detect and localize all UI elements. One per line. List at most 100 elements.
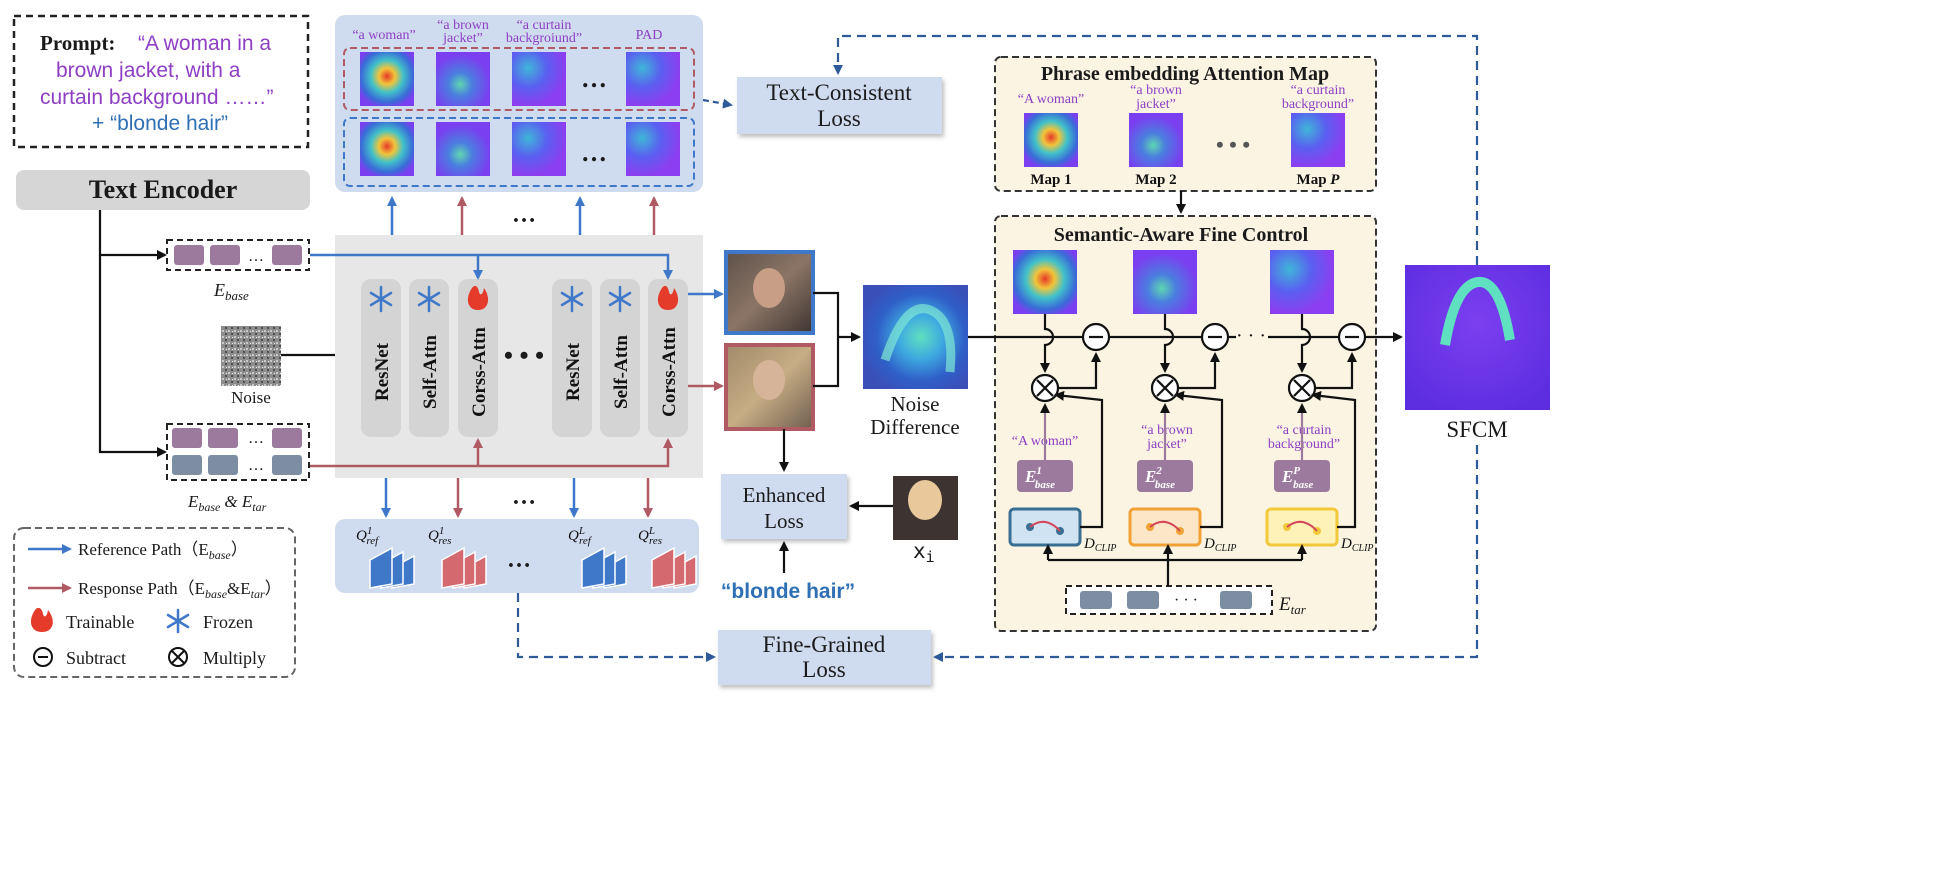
query-stack-layer: [581, 546, 605, 589]
enhanced-line-2: Loss: [764, 509, 804, 533]
sfc-main-dots: · · ·: [1236, 325, 1266, 347]
attention-thumbnail: [626, 122, 680, 176]
xi-label: xi: [913, 539, 935, 566]
legend-frozen: Frozen: [203, 612, 253, 632]
unet-block-resnet-0: ResNet: [361, 279, 401, 437]
sfc-embedding-box: [1274, 460, 1330, 492]
dclip-label: DCLIP: [1203, 536, 1237, 554]
fgl-line-2: Loss: [802, 657, 846, 682]
ebase-dots: …: [248, 248, 264, 265]
tcl-line-2: Loss: [817, 106, 861, 131]
sfc-panel-title: Semantic-Aware Fine Control: [1054, 224, 1309, 246]
epair-dots-bottom: …: [248, 457, 264, 474]
legend-multiply: Multiply: [203, 648, 266, 668]
ebase-label: Ebase: [213, 280, 249, 303]
sfcm-image: [1405, 265, 1550, 410]
text-encoder-label: Text Encoder: [89, 175, 238, 204]
unet-block-label: Self-Attn: [420, 335, 441, 409]
query-stack-layer: [441, 546, 465, 589]
unet-block-label: ResNet: [563, 342, 584, 401]
legend-response-text: Response Path（Ebase&Etar）: [78, 579, 282, 601]
fgl-line-1: Fine-Grained: [763, 632, 886, 657]
flame-icon: [657, 285, 679, 310]
snowflake-icon: [369, 285, 393, 313]
sfc-etar-bus: [1048, 558, 1302, 586]
unet-block-label: Corss-Attn: [469, 327, 490, 417]
noise-diff-line-1: Noise: [891, 392, 940, 416]
unet-block-label: Corss-Attn: [659, 327, 680, 417]
unet-block-corssattn-2: Corss-Attn: [458, 279, 498, 437]
sfc-multiply-to-subtract: [1178, 352, 1220, 390]
legend-subtract: Subtract: [66, 648, 126, 668]
attention-thumbnail: [512, 122, 566, 176]
arrow-encoder-to-epair: [98, 255, 167, 457]
phrase-attention-map: [1024, 113, 1078, 167]
dclip-link: [1029, 520, 1061, 532]
tcl-line-1: Text-Consistent: [766, 80, 912, 105]
sfc-etar-tokens: · · ·: [1065, 585, 1273, 615]
attention-map-label: “a brown: [437, 18, 489, 33]
attention-thumbnail: [436, 122, 490, 176]
attention-map-label: jacket”: [442, 31, 483, 46]
prompt-label: Prompt:: [40, 31, 115, 55]
phrase-map-label: Map P: [1297, 172, 1341, 188]
phrase-attention-map: [1129, 113, 1183, 167]
dclip-link: [1286, 520, 1318, 532]
sfc-phrase-label: background”: [1268, 437, 1340, 452]
flame-icon: [467, 285, 489, 310]
reference-path-line: [310, 253, 673, 280]
noise-diff-line-2: Difference: [870, 415, 959, 439]
attn-mid-ellipsis: …: [512, 202, 536, 228]
sfc-attention-map: [1133, 250, 1197, 314]
attn-row2-ellipsis: …: [581, 138, 607, 167]
legend-reference-text: Reference Path（Ebase）: [78, 540, 248, 562]
sfc-phrase-label: jacket”: [1146, 437, 1187, 452]
phrase-label: “A woman”: [1018, 92, 1084, 107]
sfc-dclip-to-multiply: [1174, 390, 1224, 529]
unet-block-corssattn-5: Corss-Attn: [648, 279, 688, 437]
unet-block-label: ResNet: [372, 342, 393, 401]
prompt-line-4: + “blonde hair”: [92, 112, 228, 135]
enhanced-line-1: Enhanced: [743, 483, 826, 507]
reference-face: [753, 268, 785, 308]
snowflake-icon: [560, 285, 584, 313]
attention-thumbnail: [360, 52, 414, 106]
response-path-line: [310, 438, 673, 468]
attention-map-label: “a woman”: [352, 28, 415, 43]
dclip-box: [1265, 507, 1339, 547]
prompt-box: Prompt: “A woman in a brown jacket, with…: [12, 14, 310, 149]
text-encoder: Text Encoder: [16, 170, 310, 210]
queries-mid-ellipsis: …: [512, 484, 536, 510]
ebase-tokens: …: [166, 239, 310, 271]
xi-face: [908, 480, 942, 520]
phrase-dots: • • •: [1216, 132, 1250, 157]
unet-block-resnet-3: ResNet: [552, 279, 592, 437]
legend: Reference Path（Ebase） Response Path（Ebas…: [13, 527, 296, 678]
attention-thumbnail: [626, 52, 680, 106]
dclip-label: DCLIP: [1340, 536, 1374, 554]
phrase-label: background”: [1282, 97, 1354, 112]
fine-grained-loss: Fine-Grained Loss: [718, 630, 931, 685]
query-stack-layer: [651, 546, 675, 589]
arrow-images-to-noise-diff: [813, 291, 859, 388]
attention-thumbnail: [436, 52, 490, 106]
sfc-dclip-to-multiply: [1311, 390, 1357, 529]
arrow-encoder-to-ebase: [98, 210, 167, 260]
sfcm-shape: [1440, 277, 1515, 346]
legend-flame-icon: [30, 607, 53, 632]
attention-thumbnail: [512, 52, 566, 106]
phrase-attention-map: [1291, 113, 1345, 167]
epair-tokens: … …: [166, 423, 310, 481]
attention-row-response: [343, 47, 695, 111]
attention-map-label: backgroiund”: [506, 31, 582, 46]
loop-sfcm-to-tcl: [833, 34, 1479, 265]
